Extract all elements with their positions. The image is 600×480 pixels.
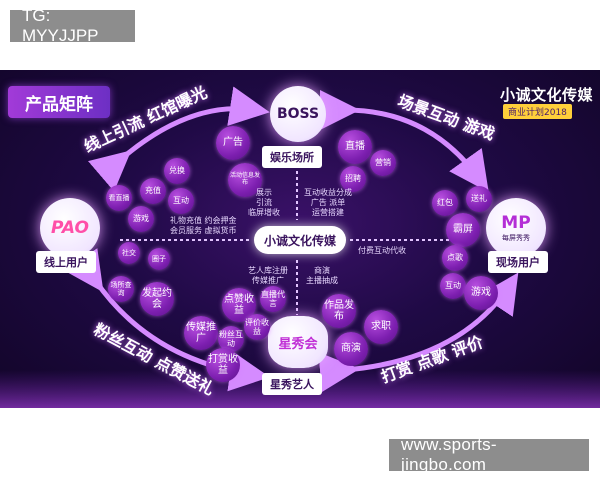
bubble-recruit: 招聘 bbox=[340, 166, 366, 192]
text-bottom-center-left: 艺人库注册 传媒推广 bbox=[248, 266, 288, 285]
boss-logo-icon: BOSS bbox=[270, 86, 326, 142]
site-url-tag: www.sports-jingbo.com bbox=[389, 435, 589, 474]
bubble-interaction: 互动 bbox=[440, 273, 466, 299]
arrow-top-left bbox=[88, 86, 270, 192]
text-top-center-left: 展示 引流 临屏增收 bbox=[248, 188, 280, 217]
text-bottom-center-right: 商演 主播抽成 bbox=[306, 266, 338, 285]
node-label-star-artists: 星秀艺人 bbox=[262, 373, 322, 395]
node-label-onsite-users: 现场用户 bbox=[488, 251, 548, 273]
mp-logo-icon: MP 每屏秀秀 bbox=[486, 198, 546, 258]
bubble-gift: 送礼 bbox=[466, 186, 492, 212]
text-left-center: 礼物充值 约会押金 会员服务 虚拟货币 bbox=[170, 216, 237, 235]
pao-logo-icon: PAO bbox=[40, 198, 100, 258]
bubble-fan-interact: 粉丝互动 bbox=[218, 326, 244, 352]
bubble-watch-live: 看直播 bbox=[106, 185, 132, 211]
bubble-game: 游戏 bbox=[128, 206, 154, 232]
node-label-online-users: 线上用户 bbox=[36, 251, 96, 273]
brand-subtitle: 商业计划2018 bbox=[503, 104, 572, 119]
bubble-interact: 互动 bbox=[168, 188, 194, 214]
bubble-recharge: 充值 bbox=[140, 178, 166, 204]
bubble-social: 社交 bbox=[118, 242, 140, 264]
bubble-media-promo: 传媒推广 bbox=[184, 316, 218, 350]
bubble-circle: 圈子 bbox=[148, 248, 170, 270]
bubble-live: 直播 bbox=[338, 130, 372, 164]
source-tag: TG: MYYJJPP bbox=[10, 6, 135, 45]
page-title: 产品矩阵 bbox=[8, 86, 110, 118]
brand-name: 小诚文化传媒 bbox=[500, 86, 594, 104]
text-right-center: 付费互动代收 bbox=[358, 246, 406, 255]
bubble-start-date: 发起约会 bbox=[140, 282, 174, 316]
mp-logo-caption: 每屏秀秀 bbox=[502, 234, 530, 242]
bubble-event-publish: 活动信息发布 bbox=[228, 163, 262, 197]
bubble-commercial-show: 商演 bbox=[334, 332, 368, 366]
xingxiuhui-logo-icon: 星秀会 bbox=[268, 316, 328, 368]
bubble-job-seek: 求职 bbox=[364, 310, 398, 344]
bubble-screen-takeover: 霸屏 bbox=[446, 213, 480, 247]
bubble-venue-query: 场所查询 bbox=[108, 276, 134, 302]
bubble-ad: 广告 bbox=[216, 126, 250, 160]
bubble-games: 游戏 bbox=[464, 276, 498, 310]
arrow-top-right bbox=[319, 89, 489, 193]
bubble-redpacket: 红包 bbox=[432, 190, 458, 216]
bubble-song-request: 点歌 bbox=[442, 245, 468, 271]
bubble-exchange: 兑换 bbox=[164, 158, 190, 184]
bubble-live-endorse: 直播代言 bbox=[260, 286, 286, 312]
bubble-review-earnings: 评价收益 bbox=[244, 314, 270, 340]
product-matrix-infographic: 产品矩阵 小诚文化传媒 商业计划2018 线上引流 红馆曝光 场景互动 游戏 粉… bbox=[0, 70, 600, 408]
bubble-marketing: 营销 bbox=[370, 150, 396, 176]
arrow-bottom-right bbox=[318, 272, 519, 393]
node-label-entertainment: 娱乐场所 bbox=[262, 146, 322, 168]
text-top-center-right: 互动收益分成 广告 派单 运营搭建 bbox=[304, 188, 352, 217]
bubble-tip-earnings: 打赏收益 bbox=[206, 348, 240, 382]
center-node: 小诚文化传媒 bbox=[254, 226, 346, 254]
bubble-work-publish: 作品发布 bbox=[322, 294, 356, 328]
